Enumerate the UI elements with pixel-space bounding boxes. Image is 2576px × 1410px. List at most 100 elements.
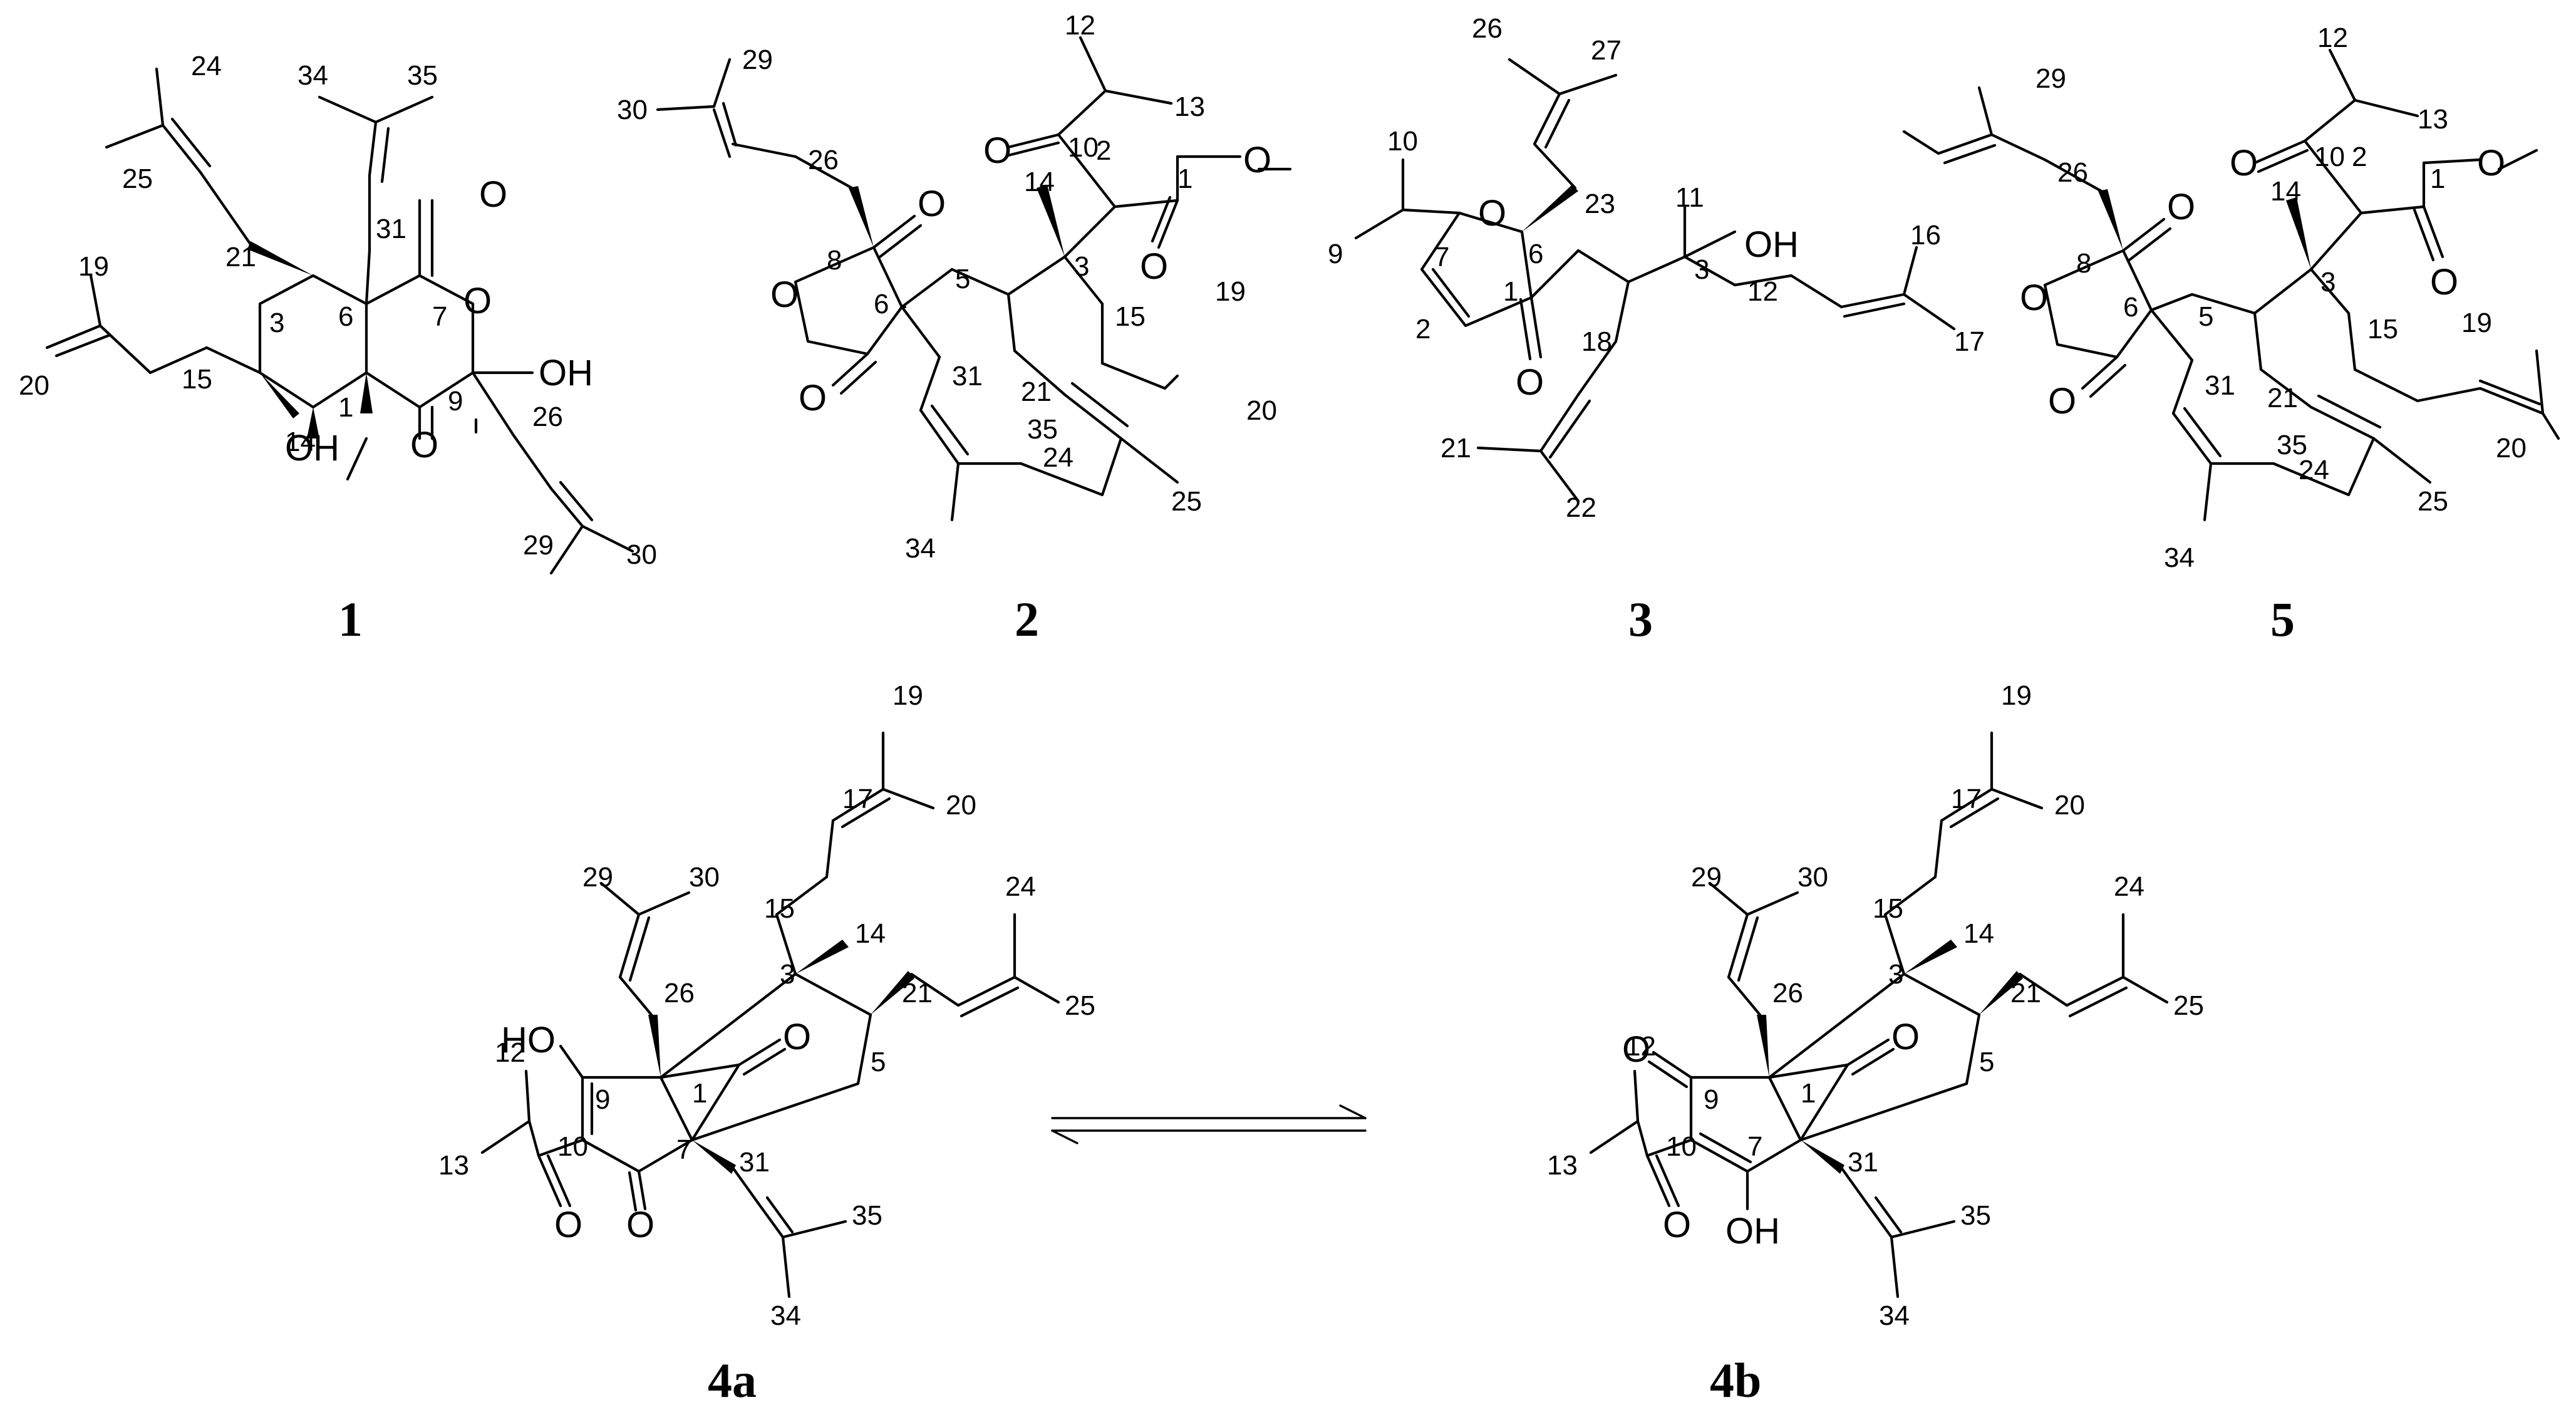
compound-4b-locant: 20 bbox=[2054, 790, 2085, 821]
compound-4b-locant: 21 bbox=[2010, 978, 2041, 1008]
compound-4b-atom-O: O bbox=[1663, 1205, 1691, 1245]
compound-4b-locant: 12 bbox=[1625, 1031, 1656, 1062]
compound-5-locant: 26 bbox=[2057, 157, 2088, 188]
compound-1-locant: 30 bbox=[626, 539, 657, 570]
compound-1-locant: 6 bbox=[338, 301, 353, 332]
compound-1-locant: 9 bbox=[448, 386, 463, 417]
compound-4a-locant: 31 bbox=[739, 1147, 770, 1178]
compound-4a-atom-O: O bbox=[554, 1205, 582, 1245]
compound-4a-locant: 17 bbox=[842, 784, 873, 814]
compound-2-locant: 20 bbox=[1246, 395, 1277, 426]
compound-2-locant: 19 bbox=[1215, 276, 1246, 307]
compound-4a-locant: 26 bbox=[664, 978, 695, 1008]
compound-5-locant: 29 bbox=[2035, 63, 2066, 94]
compound-5-atom-O: O bbox=[2430, 262, 2458, 303]
compound-4b-locant: 35 bbox=[1960, 1200, 1991, 1231]
compound-4a-locant: 30 bbox=[689, 862, 720, 893]
compound-1-atom-O7: O bbox=[479, 174, 507, 215]
compound-2-locant: 8 bbox=[827, 245, 842, 276]
compound-2-label: 2 bbox=[1015, 592, 1039, 646]
compound-4a-locant: 9 bbox=[595, 1084, 610, 1115]
compound-1-label: 1 bbox=[338, 592, 363, 646]
compound-2-locant: 15 bbox=[1115, 301, 1146, 332]
compound-5-locant: 1 bbox=[2430, 163, 2445, 194]
compound-4a-locant: 14 bbox=[855, 918, 886, 949]
compound-4a-structure: HO O O O 19 20 17 15 29 30 3 14 21 24 25… bbox=[438, 680, 1095, 1407]
compound-1-locant: 24 bbox=[191, 51, 222, 81]
compound-5-locant: 31 bbox=[2205, 370, 2235, 401]
compound-5-locant: 5 bbox=[2198, 301, 2213, 332]
compound-4a-atom-O: O bbox=[626, 1205, 654, 1245]
compound-1-locant: 34 bbox=[297, 60, 328, 91]
compound-4a-locant: 35 bbox=[852, 1200, 882, 1231]
compound-4b-locant: 3 bbox=[1888, 959, 1903, 990]
compound-4b-locant: 10 bbox=[1666, 1131, 1697, 1162]
compound-3-locant: 11 bbox=[1675, 182, 1704, 213]
compound-4a-locant: 24 bbox=[1005, 871, 1036, 902]
compound-2-atom-O: O bbox=[799, 378, 827, 418]
compound-2-atom-O: O bbox=[1140, 246, 1168, 287]
compound-3-locant: 22 bbox=[1566, 492, 1596, 523]
compound-4a-label: 4a bbox=[708, 1353, 757, 1407]
compound-4b-locant: 15 bbox=[1873, 893, 1903, 924]
compound-4b-locant: 19 bbox=[2001, 680, 2032, 711]
compound-4b-atom-OH: OH bbox=[1725, 1211, 1780, 1252]
compound-4a-locant: 1 bbox=[692, 1078, 707, 1109]
compound-1-atom-O-ring: O bbox=[463, 281, 492, 321]
compound-5-locant: 2 bbox=[2352, 142, 2367, 172]
compound-5-locant: 34 bbox=[2164, 542, 2195, 573]
compound-3-label: 3 bbox=[1628, 592, 1653, 646]
compound-5-atom-O: O bbox=[2230, 143, 2258, 184]
compound-3-atom-OH: OH bbox=[1744, 224, 1799, 265]
compound-2-locant: 26 bbox=[808, 145, 839, 175]
compound-1-atom-OH2: OH bbox=[285, 428, 339, 469]
compound-1-locant: 21 bbox=[225, 242, 256, 272]
compound-3-locant: 16 bbox=[1910, 220, 1941, 251]
compound-5-locant: 13 bbox=[2418, 104, 2448, 135]
compound-2-locant: 2 bbox=[1096, 135, 1111, 166]
compound-4a-locant: 15 bbox=[764, 893, 795, 924]
compound-5-locant: 14 bbox=[2270, 176, 2301, 207]
compound-4a-locant: 21 bbox=[902, 978, 933, 1008]
compound-5-structure: O O O O O O 29 26 8 6 5 3 2 10 12 13 14 … bbox=[1902, 23, 2560, 646]
compound-3-locant: 26 bbox=[1472, 13, 1503, 44]
compound-1-locant: 3 bbox=[269, 308, 284, 338]
compound-4a-locant: 29 bbox=[582, 862, 613, 893]
compound-3-locant: 17 bbox=[1954, 326, 1985, 357]
compound-2-locant: 5 bbox=[955, 264, 970, 294]
compound-1-atom-OH8: OH bbox=[539, 353, 593, 393]
compound-2-locant: 25 bbox=[1171, 486, 1202, 517]
compound-2-locant: 34 bbox=[905, 533, 936, 564]
compound-4a-locant: 7 bbox=[676, 1134, 691, 1165]
compound-1-locant: 35 bbox=[407, 60, 438, 91]
compound-3-locant: 7 bbox=[1434, 242, 1449, 272]
compound-4a-locant: 5 bbox=[871, 1047, 886, 1077]
compound-3-atom-O-ring: O bbox=[1478, 193, 1506, 234]
compound-4b-locant: 30 bbox=[1798, 862, 1828, 893]
compound-1-locant: 25 bbox=[122, 163, 153, 194]
compound-5-atom-O: O bbox=[2167, 187, 2195, 227]
compound-2-locant: 12 bbox=[1065, 10, 1095, 41]
compound-5-locant: 3 bbox=[2320, 267, 2335, 298]
compound-4b-locant: 7 bbox=[1747, 1131, 1762, 1162]
compound-2-atom-O: O bbox=[770, 274, 799, 315]
compound-4a-locant: 13 bbox=[438, 1150, 469, 1181]
compound-4b-locant: 24 bbox=[2114, 871, 2144, 902]
compound-4b-locant: 29 bbox=[1691, 862, 1722, 893]
compound-1-locant: 31 bbox=[376, 214, 406, 244]
compound-2-locant: 30 bbox=[617, 95, 648, 125]
compound-4b-locant: 1 bbox=[1801, 1078, 1816, 1109]
compound-4a-locant: 20 bbox=[946, 790, 976, 821]
compound-4b-structure: O O O OH 19 20 17 15 29 30 3 14 21 24 25… bbox=[1547, 680, 2204, 1407]
compound-1-structure: O O O OH OH 24 34 35 25 31 7 9 6 1 3 15 … bbox=[19, 51, 657, 646]
compound-2-locant: 21 bbox=[1021, 376, 1052, 407]
compound-4b-atom-O: O bbox=[1891, 1017, 1920, 1057]
compound-5-locant: 12 bbox=[2317, 23, 2348, 53]
compound-5-atom-O: O bbox=[2020, 277, 2048, 318]
compound-5-locant: 15 bbox=[2367, 314, 2398, 345]
compound-5-locant: 6 bbox=[2123, 292, 2138, 323]
compound-4a-locant: 34 bbox=[770, 1300, 801, 1331]
compound-4a-locant: 10 bbox=[557, 1131, 588, 1162]
